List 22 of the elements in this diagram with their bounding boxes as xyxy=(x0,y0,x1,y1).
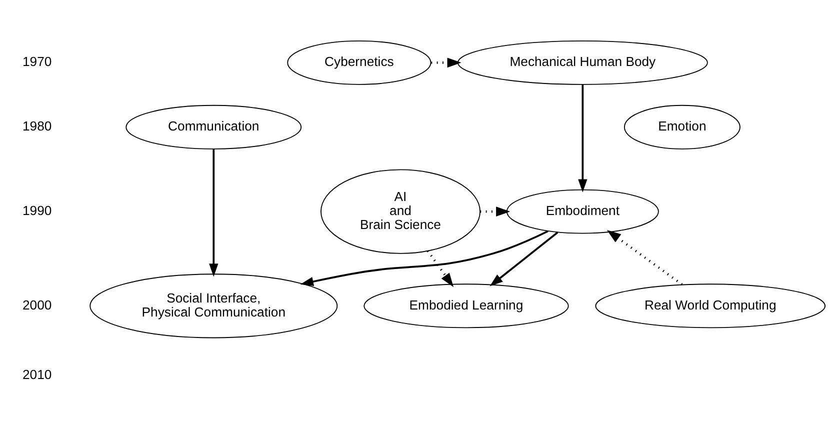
node-ellipse: Emotion xyxy=(624,104,740,150)
arrow xyxy=(480,206,510,216)
arrow xyxy=(431,58,462,68)
label: 1980 xyxy=(22,118,52,134)
arrow xyxy=(426,250,454,288)
node-ellipse: Cybernetics xyxy=(287,40,432,85)
arrow xyxy=(490,232,558,286)
node-ellipse: Communication xyxy=(126,104,302,150)
arrow xyxy=(300,230,548,286)
label: 2000 xyxy=(22,297,52,312)
node-ellipse: Mechanical Human Body xyxy=(457,40,708,85)
node-ellipse: Real World Computing xyxy=(595,284,826,328)
node-ellipse: Social Interface, Physical Communication xyxy=(90,274,338,338)
node-ellipse: Embodied Learning xyxy=(364,284,569,328)
node-ellipse: Embodiment xyxy=(506,189,659,234)
node-ellipse: AI and Brain Science xyxy=(320,169,481,254)
arrow xyxy=(209,149,218,277)
label: 1990 xyxy=(22,203,52,218)
label: 1970 xyxy=(22,54,52,70)
arrow xyxy=(578,84,588,192)
arrow xyxy=(606,230,683,286)
label: 2010 xyxy=(22,366,52,382)
